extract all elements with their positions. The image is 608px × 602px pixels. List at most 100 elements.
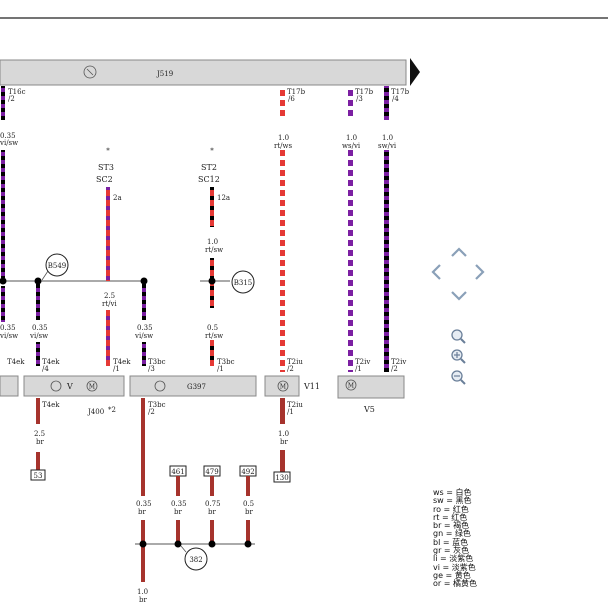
pan-up-icon[interactable] [451, 247, 467, 257]
wire-w8[interactable] [142, 284, 146, 320]
expand-arrow-icon[interactable] [410, 58, 420, 86]
component-v-j400[interactable]: V M [23, 375, 125, 397]
motor-icon: M [345, 379, 357, 391]
wire-w5[interactable] [106, 187, 110, 366]
svg-text:0.5: 0.5 [243, 500, 254, 508]
svg-text:T17b: T17b [287, 88, 306, 96]
svg-text:G397: G397 [187, 383, 206, 391]
component-g397[interactable]: G397 [129, 375, 257, 397]
zoom-in-icon[interactable] [451, 349, 466, 364]
svg-text:0.35: 0.35 [0, 324, 16, 332]
svg-text:T2iv: T2iv [391, 358, 406, 366]
svg-text:1.0: 1.0 [207, 238, 218, 246]
svg-text:T2iu: T2iu [287, 401, 303, 409]
junction-dot [174, 540, 182, 548]
v11-label: V11 [303, 382, 320, 391]
zoom-fit-icon[interactable] [451, 329, 466, 344]
wire-w2[interactable] [280, 86, 285, 372]
fuse-sc2-label: SC2 [96, 175, 113, 184]
svg-text:/1: /1 [355, 365, 362, 373]
svg-text:V: V [66, 382, 73, 391]
legend-item: li = 淡紫色 [433, 554, 474, 564]
ref-box-130[interactable]: 130 [273, 471, 291, 483]
svg-text:br: br [138, 508, 146, 516]
svg-text:T2iu: T2iu [287, 358, 303, 366]
control-unit-j519[interactable]: J519 [0, 58, 420, 86]
ground-symbol-icon [50, 380, 62, 392]
svg-text:M: M [348, 383, 354, 390]
splice-b315[interactable]: B315 [231, 270, 255, 294]
pan-down-icon[interactable] [451, 291, 467, 301]
wire-b4[interactable] [210, 476, 214, 496]
component-v5[interactable]: M [337, 375, 405, 399]
component-box-left[interactable] [0, 375, 19, 397]
svg-text:B549: B549 [48, 262, 67, 270]
motor-icon: M [86, 380, 98, 392]
legend-item: ge = 黄色 [433, 570, 471, 580]
svg-text:T3bc: T3bc [217, 358, 235, 366]
svg-text:br: br [208, 508, 216, 516]
svg-text:/2: /2 [287, 365, 294, 373]
svg-text:rt/sw: rt/sw [205, 332, 223, 340]
splice-b549[interactable]: B549 [45, 253, 69, 277]
wire-b5[interactable] [246, 476, 250, 496]
svg-text:B315: B315 [234, 279, 253, 287]
wire-b1[interactable] [36, 398, 40, 424]
fuse-st3-label: ST3 [98, 163, 114, 172]
ground-symbol-icon [154, 380, 166, 392]
legend-item: br = 褐色 [433, 521, 470, 531]
wire-w8-lower[interactable] [142, 342, 146, 366]
svg-text:vi/sw: vi/sw [29, 332, 48, 340]
svg-text:vi/sw: vi/sw [0, 332, 18, 340]
svg-text:br: br [174, 508, 182, 516]
svg-text:1.0: 1.0 [382, 134, 393, 142]
ref-box-492[interactable]: 492 [239, 465, 257, 477]
svg-text:ws/vi: ws/vi [342, 142, 361, 150]
wire-w3[interactable] [348, 86, 353, 372]
wire-w7-lower[interactable] [36, 342, 40, 366]
svg-text:T17b: T17b [391, 88, 410, 96]
zoom-out-icon[interactable] [451, 370, 466, 385]
svg-text:*2: *2 [108, 406, 116, 414]
svg-text:T4ek: T4ek [7, 358, 25, 366]
svg-text:0.35: 0.35 [136, 500, 152, 508]
pan-left-icon[interactable] [431, 264, 441, 280]
svg-text:/1: /1 [217, 365, 224, 373]
w1-size: 0.35 [0, 132, 16, 140]
legend-item: ws = 白色 [433, 488, 472, 497]
w1-code: vi/sw [0, 139, 18, 147]
svg-text:br: br [36, 438, 44, 446]
wire-b3[interactable] [176, 476, 180, 496]
ref-box-53[interactable]: 53 [30, 469, 46, 481]
svg-text:T3bc: T3bc [148, 358, 166, 366]
component-v11[interactable]: M [264, 375, 300, 397]
svg-text:*: * [106, 147, 110, 155]
svg-text:T2iv: T2iv [355, 358, 370, 366]
svg-text:T4ek: T4ek [42, 358, 60, 366]
legend-item: bl = 蓝色 [433, 537, 469, 547]
pan-right-icon[interactable] [475, 264, 485, 280]
svg-text:0.35: 0.35 [171, 500, 187, 508]
legend-item: or = 橘黄色 [433, 579, 477, 589]
wire-w4[interactable] [384, 86, 389, 372]
junction-dot [244, 540, 252, 548]
svg-text:0.35: 0.35 [32, 324, 48, 332]
wire-w7[interactable] [36, 284, 40, 320]
svg-text:/2: /2 [148, 408, 155, 416]
j400-label: J400 [87, 408, 104, 416]
svg-text:1.0: 1.0 [278, 134, 289, 142]
svg-text:sw/vi: sw/vi [378, 142, 397, 150]
svg-text:130: 130 [275, 474, 288, 482]
legend-item: gr = 灰色 [433, 546, 470, 556]
wire-w1[interactable] [1, 86, 5, 322]
svg-text:2.5: 2.5 [34, 430, 45, 438]
ref-box-461[interactable]: 461 [169, 465, 187, 477]
j519-label: J519 [156, 70, 173, 78]
splice-382[interactable]: 382 [184, 547, 208, 571]
svg-text:/6: /6 [288, 95, 295, 103]
wire-b7[interactable] [280, 398, 285, 424]
svg-text:382: 382 [189, 556, 202, 564]
svg-text:T4ek: T4ek [42, 401, 60, 409]
ref-box-479[interactable]: 479 [203, 465, 221, 477]
wire-b2[interactable] [141, 398, 145, 496]
